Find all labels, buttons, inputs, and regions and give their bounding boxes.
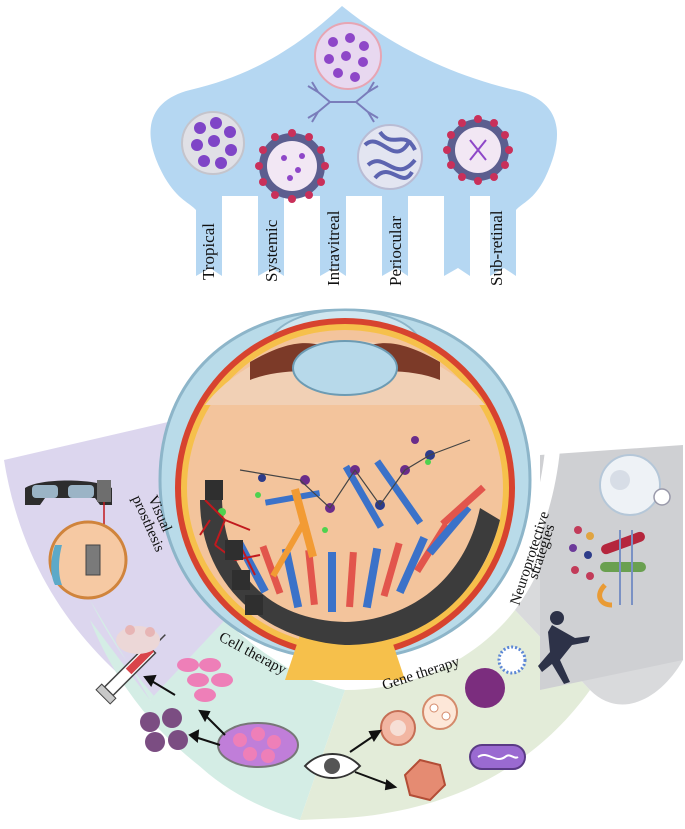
nanoparticle-top-icon <box>314 22 382 90</box>
receptor-proteins-icon <box>597 530 646 608</box>
dendrimer-icon <box>307 81 379 123</box>
hydrogel-icon <box>357 124 423 190</box>
gene-therapy-illustration <box>303 645 527 802</box>
aav-virus-icon <box>403 758 447 802</box>
delivery-routes-panel: Tropical Systemic Intravitreal Periocula… <box>150 6 558 286</box>
nanoparticle-burst-icon <box>497 645 527 675</box>
eye-icon <box>303 753 362 779</box>
visual-prosthesis-illustration <box>25 480 128 600</box>
molecules-icon <box>569 526 594 580</box>
retinal-neurons <box>218 436 471 533</box>
liposome-icon <box>255 129 329 203</box>
cell-cluster-icon <box>140 708 188 752</box>
lens <box>292 340 398 396</box>
running-person-icon <box>538 611 590 684</box>
cell-therapy-illustration <box>95 625 299 768</box>
route-label-intravitreal: Intravitreal <box>324 210 343 286</box>
stem-cells-icon <box>177 658 233 702</box>
solid-nanoparticle-icon <box>181 111 245 175</box>
plasmid-icon <box>469 744 526 770</box>
route-label-subretinal: Sub-retinal <box>487 210 506 286</box>
optic-nerve <box>285 635 405 680</box>
cell-vesicle-icon <box>599 454 661 516</box>
petri-dish-icon <box>217 722 299 768</box>
virus-sphere-icon <box>465 668 505 708</box>
route-label-tropical: Tropical <box>199 223 218 280</box>
route-label-systemic: Systemic <box>262 219 281 282</box>
micelle-icon <box>443 115 513 185</box>
vesicle-icon <box>422 694 458 730</box>
route-label-periocular: Periocular <box>386 216 405 286</box>
neuroprotective-illustration <box>538 454 671 684</box>
eye-cross-section <box>158 308 532 680</box>
